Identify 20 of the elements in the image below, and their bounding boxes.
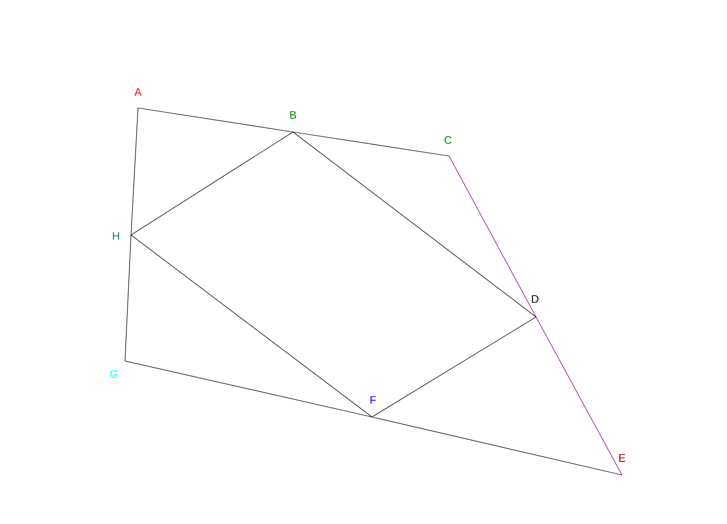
line-segment	[130, 234, 372, 418]
line-segment	[130, 108, 138, 236]
point-label: A	[134, 88, 142, 96]
point-label: F	[370, 396, 376, 404]
point-label: D	[532, 295, 538, 303]
point-label: B	[290, 111, 296, 119]
line-segment	[448, 156, 536, 318]
point-label: E	[619, 454, 626, 462]
line-segment	[372, 416, 622, 476]
point-label: C	[444, 136, 452, 144]
point-label: G	[110, 370, 118, 378]
line-segment	[292, 132, 536, 318]
line-segment	[536, 316, 622, 476]
line-segment	[130, 132, 294, 236]
point-label: H	[112, 232, 120, 240]
line-segment	[372, 316, 536, 418]
line-segment	[124, 234, 132, 362]
line-segment	[138, 108, 294, 132]
line-segment	[292, 132, 450, 156]
line-segment	[124, 360, 372, 418]
